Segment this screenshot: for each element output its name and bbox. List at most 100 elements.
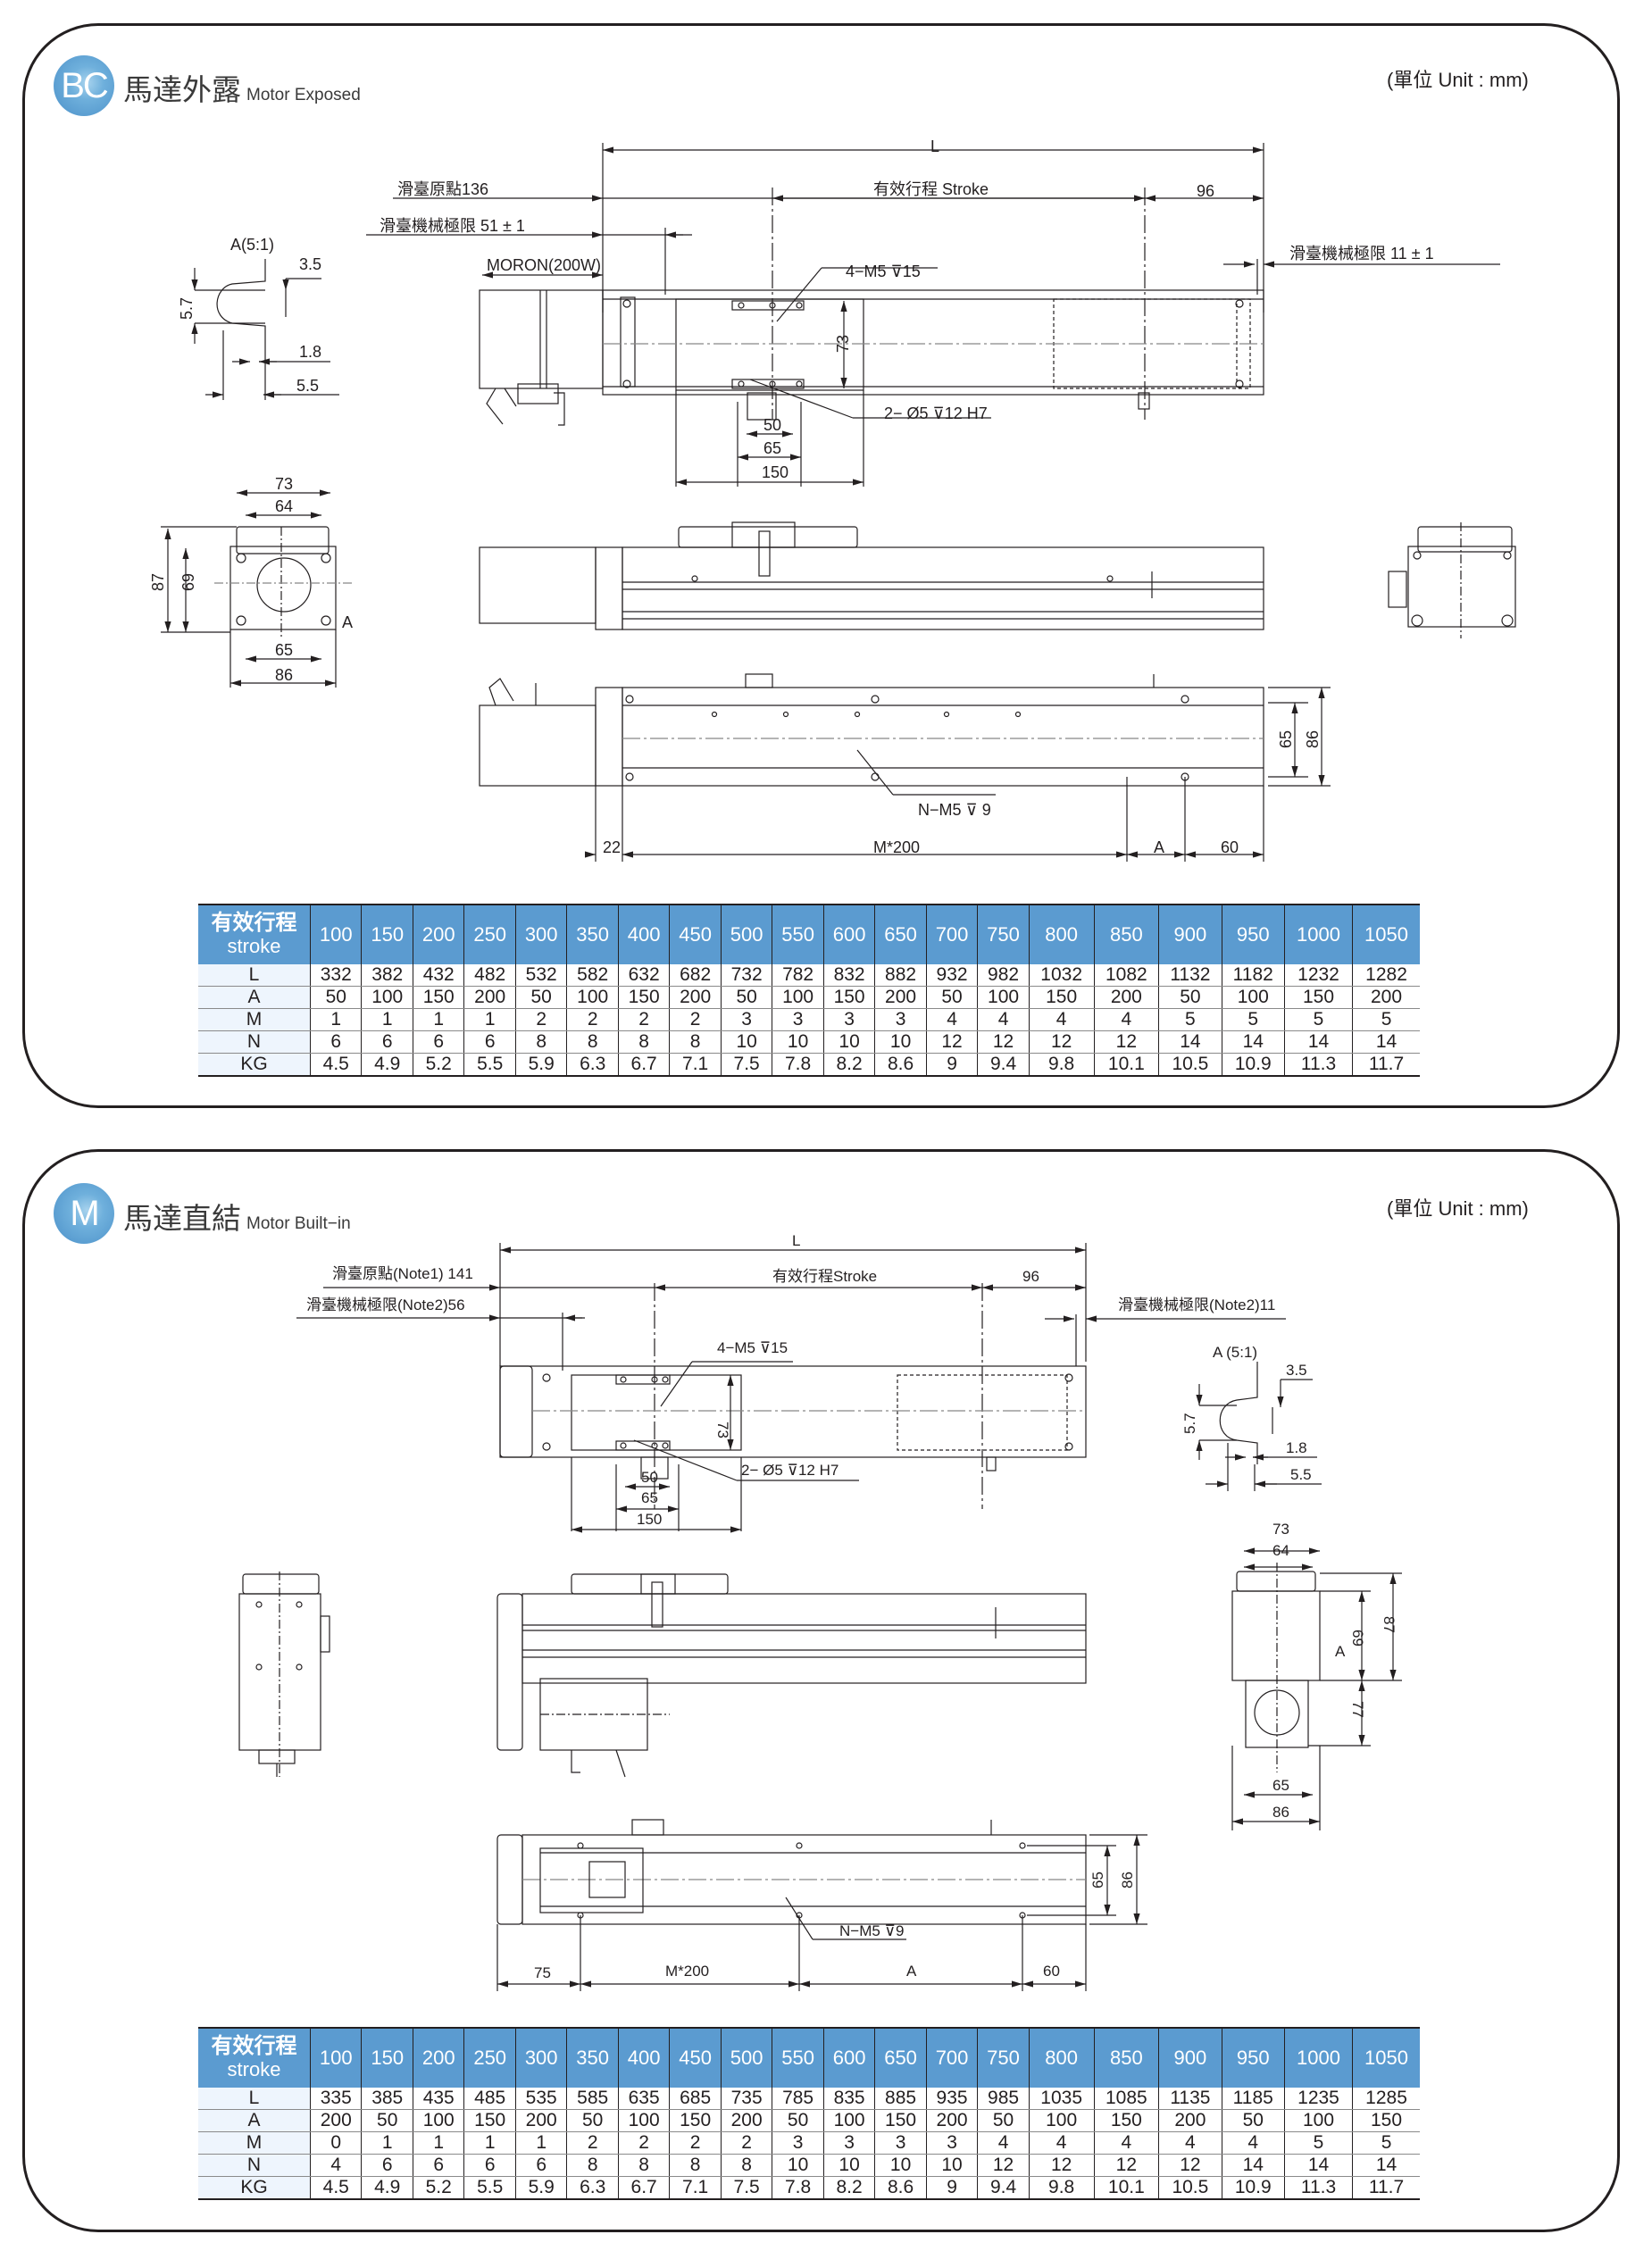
table-cell: 50 bbox=[721, 986, 773, 1009]
drawing-motor-exposed: L 滑臺原點136 滑臺機械極限 51 ± 1 有效行程 Stroke 96 滑… bbox=[149, 138, 1516, 862]
end-label-69: 69 bbox=[1349, 1630, 1366, 1647]
table-cell: 682 bbox=[669, 964, 722, 987]
table-cell: 100 bbox=[413, 2109, 465, 2132]
table-cell: 4 bbox=[977, 2131, 1030, 2155]
table-cell: 150 bbox=[618, 986, 671, 1009]
table-cell: 10.5 bbox=[1158, 1053, 1222, 1077]
table-cell: 50 bbox=[1158, 986, 1222, 1009]
table-cell: 1282 bbox=[1352, 964, 1420, 987]
table-cell: 5 bbox=[1352, 1008, 1420, 1031]
table-cell: 50 bbox=[515, 986, 568, 1009]
stroke-header-cell: 150 bbox=[361, 905, 413, 964]
table-cell: 8 bbox=[515, 1030, 568, 1054]
table-cell: 885 bbox=[874, 2088, 927, 2110]
table-cell: 6 bbox=[310, 1030, 363, 1054]
table-cell: 10 bbox=[772, 1030, 824, 1054]
label-pin: 2− Ø5 ⊽12 H7 bbox=[741, 1462, 839, 1479]
table-cell: 200 bbox=[874, 986, 927, 1009]
stroke-header-cell: 300 bbox=[515, 905, 568, 964]
table-cell: 50 bbox=[926, 986, 979, 1009]
section-badge-bc: BC bbox=[54, 55, 114, 116]
stroke-header-cell: 350 bbox=[566, 2028, 619, 2088]
table-cell: 4 bbox=[977, 1008, 1030, 1031]
table-cell: 4 bbox=[1029, 1008, 1095, 1031]
table-cell: 6 bbox=[413, 2154, 465, 2177]
stroke-header-cell: 750 bbox=[977, 2028, 1030, 2088]
stroke-header-cell: 750 bbox=[977, 905, 1030, 964]
table-cell: 10 bbox=[874, 1030, 927, 1054]
table-cell: 8 bbox=[669, 1030, 722, 1054]
table-cell: 150 bbox=[1094, 2109, 1160, 2132]
dim-label-96: 96 bbox=[1197, 182, 1214, 200]
carriage-top bbox=[675, 298, 864, 391]
table-cell: 200 bbox=[310, 2109, 363, 2132]
stroke-header-cell: 250 bbox=[463, 905, 516, 964]
table-cell: 11.7 bbox=[1352, 2176, 1420, 2200]
table-cell: 2 bbox=[669, 1008, 722, 1031]
table-cell: 150 bbox=[463, 2109, 516, 2132]
side-label-65: 65 bbox=[1089, 1872, 1106, 1888]
stroke-header-cell: 1050 bbox=[1352, 905, 1420, 964]
table-cell: 635 bbox=[618, 2088, 671, 2110]
table-cell: 1 bbox=[361, 1008, 413, 1031]
row-label: KG bbox=[198, 1053, 311, 1077]
stroke-header-cell: 550 bbox=[772, 905, 824, 964]
table-cell: 200 bbox=[515, 2109, 568, 2132]
stroke-header-cell: 150 bbox=[361, 2028, 413, 2088]
table-cell: 835 bbox=[823, 2088, 876, 2110]
table-cell: 50 bbox=[977, 2109, 1030, 2132]
table-cell: 1 bbox=[361, 2131, 413, 2155]
dim-label-limit-right: 滑臺機械極限 11 ± 1 bbox=[1289, 245, 1434, 263]
table-cell: 200 bbox=[1352, 986, 1420, 1009]
table-cell: 985 bbox=[977, 2088, 1030, 2110]
actuator-body-bottom bbox=[622, 687, 1264, 787]
table-cell: 7.8 bbox=[772, 2176, 824, 2200]
table-header-en: stroke bbox=[227, 2058, 281, 2080]
table-cell: 11.7 bbox=[1352, 1053, 1420, 1077]
row-label: L bbox=[198, 2088, 311, 2110]
dim-label-A: A bbox=[906, 1963, 917, 1980]
dim-label-5-7: 5.7 bbox=[1181, 1413, 1198, 1434]
dim-label-60: 60 bbox=[1221, 838, 1239, 856]
end-label-A: A bbox=[342, 613, 353, 631]
stroke-header-cell: 400 bbox=[618, 2028, 671, 2088]
dim-label-73v: 73 bbox=[714, 1421, 731, 1438]
table-cell: 6 bbox=[463, 1030, 516, 1054]
table-cell: 6.7 bbox=[618, 1053, 671, 1077]
table-cell: 200 bbox=[1094, 986, 1160, 1009]
table-cell: 12 bbox=[977, 1030, 1030, 1054]
table-cell: 1285 bbox=[1352, 2088, 1420, 2110]
table-cell: 100 bbox=[977, 986, 1030, 1009]
table-cell: 10 bbox=[772, 2154, 824, 2177]
stroke-header-cell: 300 bbox=[515, 2028, 568, 2088]
table-cell: 5.5 bbox=[463, 1053, 516, 1077]
table-cell: 8.2 bbox=[823, 2176, 876, 2200]
end-label-73: 73 bbox=[1272, 1521, 1289, 1538]
table-cell: 1232 bbox=[1284, 964, 1354, 987]
row-label: L bbox=[198, 964, 311, 987]
table-cell: 7.8 bbox=[772, 1053, 824, 1077]
section-title-en: Motor Exposed bbox=[246, 86, 361, 104]
table-cell: 735 bbox=[721, 2088, 773, 2110]
stroke-header-cell: 650 bbox=[874, 905, 927, 964]
table-cell: 200 bbox=[721, 2109, 773, 2132]
table-cell: 11.3 bbox=[1284, 1053, 1354, 1077]
table-cell: 332 bbox=[310, 964, 363, 987]
table-cell: 3 bbox=[772, 2131, 824, 2155]
table-cell: 1135 bbox=[1158, 2088, 1222, 2110]
table-cell: 6 bbox=[361, 1030, 413, 1054]
table-cell: 7.1 bbox=[669, 2176, 722, 2200]
stroke-header-cell: 1050 bbox=[1352, 2028, 1420, 2088]
dim-label-home: 滑臺原點136 bbox=[397, 180, 488, 198]
end-label-65: 65 bbox=[1272, 1777, 1289, 1794]
end-label-86: 86 bbox=[1272, 1804, 1289, 1821]
table-cell: 150 bbox=[1284, 986, 1354, 1009]
table-cell: 532 bbox=[515, 964, 568, 987]
table-cell: 5 bbox=[1158, 1008, 1222, 1031]
label-bottom-tap: N−M5 ⊽9 bbox=[839, 1922, 904, 1939]
